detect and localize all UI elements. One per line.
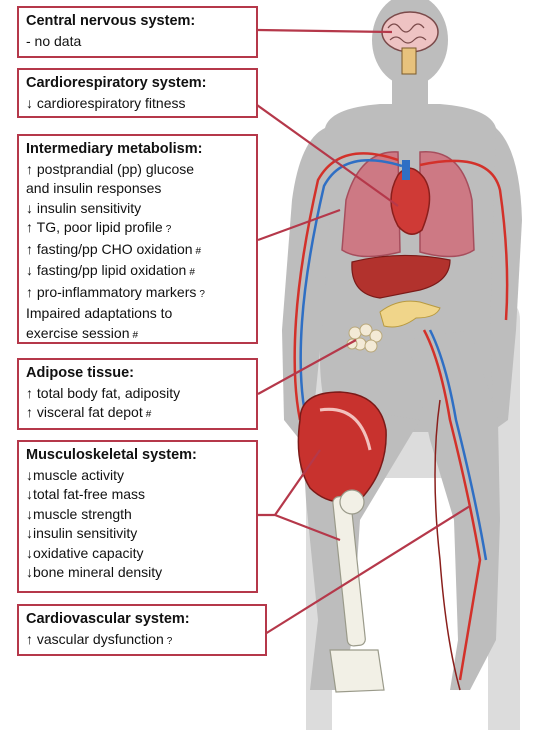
box-line: ↓bone mineral density (26, 563, 250, 583)
body-silhouette (282, 0, 522, 690)
line-marker: # (196, 246, 202, 257)
box-title: Adipose tissue: (26, 364, 250, 384)
box-line: ↓ cardiorespiratory fitness (26, 94, 250, 114)
line-text: ↓ cardiorespiratory fitness (26, 95, 186, 111)
box-line: - no data (26, 32, 250, 52)
line-text: ↓muscle activity (26, 467, 124, 483)
box-line: ↑ vascular dysfunction? (26, 630, 259, 652)
line-text: ↓muscle strength (26, 506, 132, 522)
line-text: exercise session (26, 325, 130, 341)
line-text: ↓bone mineral density (26, 564, 162, 580)
line-text: ↑ postprandial (pp) glucose (26, 161, 194, 177)
box-line: ↑ visceral fat depot# (26, 403, 250, 425)
box-line: ↓oxidative capacity (26, 544, 250, 564)
line-text: ↑ vascular dysfunction (26, 631, 164, 647)
box-line: ↓muscle activity (26, 466, 250, 486)
box-line: ↑ TG, poor lipid profile? (26, 218, 250, 240)
line-text: ↑ visceral fat depot (26, 404, 143, 420)
box-line: ↑ total body fat, adiposity (26, 384, 250, 404)
box-title: Intermediary metabolism: (26, 140, 250, 160)
line-marker: # (133, 330, 139, 341)
box-line: ↓insulin sensitivity (26, 524, 250, 544)
line-text: ↑ total body fat, adiposity (26, 385, 180, 401)
line-text: ↓insulin sensitivity (26, 525, 137, 541)
box-line: exercise session# (26, 324, 250, 346)
line-marker: ? (167, 636, 173, 647)
box-title: Cardiorespiratory system: (26, 74, 250, 94)
box-line: ↓total fat-free mass (26, 485, 250, 505)
box-line: ↓muscle strength (26, 505, 250, 525)
box-cardiovascular-system: Cardiovascular system:↑ vascular dysfunc… (17, 604, 267, 656)
box-title: Central nervous system: (26, 12, 250, 32)
line-text: - no data (26, 33, 81, 49)
box-line: ↓ fasting/pp lipid oxidation# (26, 261, 250, 283)
line-text: ↓oxidative capacity (26, 545, 144, 561)
line-text: Impaired adaptations to (26, 305, 172, 321)
line-text: and insulin responses (26, 180, 161, 196)
line-text: ↑ fasting/pp CHO oxidation (26, 241, 193, 257)
box-line: ↑ fasting/pp CHO oxidation# (26, 240, 250, 262)
line-marker: ? (199, 289, 205, 300)
line-text: ↓ fasting/pp lipid oxidation (26, 262, 186, 278)
line-text: ↓total fat-free mass (26, 486, 145, 502)
box-line: ↑ postprandial (pp) glucose (26, 160, 250, 180)
line-text: ↑ pro-inflammatory markers (26, 284, 196, 300)
box-cardiorespiratory-system: Cardiorespiratory system:↓ cardiorespira… (17, 68, 258, 118)
box-line: and insulin responses (26, 179, 250, 199)
box-central-nervous-system: Central nervous system:- no data (17, 6, 258, 58)
box-adipose-tissue: Adipose tissue:↑ total body fat, adiposi… (17, 358, 258, 430)
box-title: Musculoskeletal system: (26, 446, 250, 466)
line-text: ↓ insulin sensitivity (26, 200, 141, 216)
box-intermediary-metabolism: Intermediary metabolism:↑ postprandial (… (17, 134, 258, 344)
box-line: Impaired adaptations to (26, 304, 250, 324)
line-marker: # (146, 409, 152, 420)
box-title: Cardiovascular system: (26, 610, 259, 630)
line-marker: ? (166, 224, 172, 235)
line-marker: # (189, 267, 195, 278)
box-musculoskeletal-system: Musculoskeletal system:↓muscle activity ↓… (17, 440, 258, 593)
box-line: ↓ insulin sensitivity (26, 199, 250, 219)
box-line: ↑ pro-inflammatory markers? (26, 283, 250, 305)
line-text: ↑ TG, poor lipid profile (26, 219, 163, 235)
